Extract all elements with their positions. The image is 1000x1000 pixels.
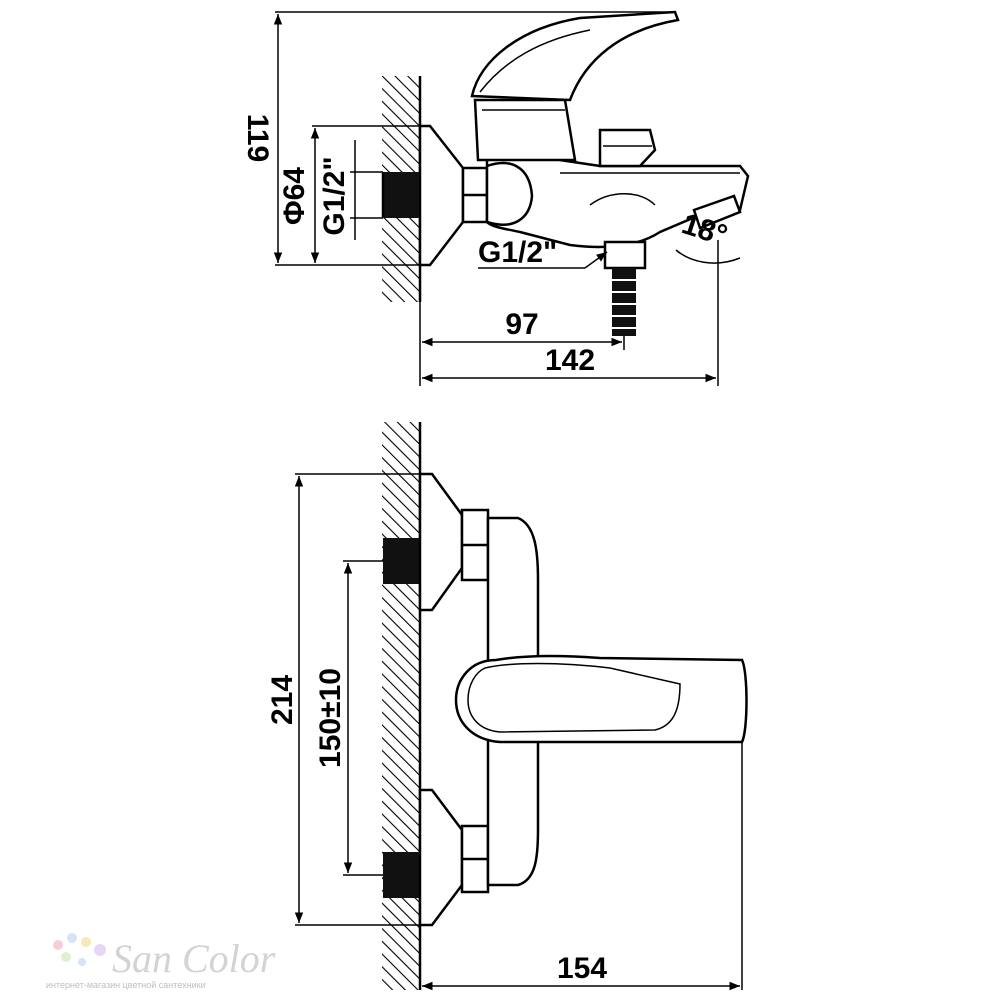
wall-flange-top [418, 124, 465, 267]
hose-connector [612, 268, 636, 336]
logo: San Color интернет-магазин цветной санте… [46, 933, 276, 990]
dim-center-distance: 150±10 [314, 668, 347, 768]
outlet-fitting [603, 240, 647, 270]
logo-dot-3 [81, 937, 91, 947]
logo-dot-5 [94, 944, 106, 956]
spout-plan [454, 654, 748, 744]
spout-aerator [692, 194, 742, 230]
logo-dot-1 [53, 940, 63, 950]
dim-diameter: Φ64 [278, 167, 311, 225]
dim-depth-front: 154 [557, 952, 607, 985]
wall-hatch-bottom [382, 422, 420, 990]
cartridge-column [473, 98, 577, 162]
dim-height-top: 119 [241, 114, 274, 162]
dim-depth-outlet: 97 [505, 308, 538, 341]
inlet-stub-lower [383, 852, 419, 898]
dim-inlet-thread: G1/2" [318, 156, 351, 235]
logo-tagline: интернет-магазин цветной сантехники [46, 980, 206, 990]
inlet-stub-upper [383, 538, 419, 584]
plan-view: 214 150±10 154 [266, 422, 748, 991]
diverter-knob [598, 128, 657, 168]
wall-flange-upper [418, 472, 464, 612]
wall-flange-lower [418, 788, 464, 927]
dim-width-total: 214 [266, 675, 299, 725]
logo-dot-4 [61, 952, 71, 962]
logo-dot-2 [67, 933, 77, 943]
handle-lever-side [470, 10, 680, 102]
dim-outlet-thread: G1/2" [478, 236, 557, 269]
logo-dot-6 [78, 958, 86, 966]
logo-name: San Color [112, 936, 276, 981]
inlet-stub [383, 172, 419, 218]
side-view: 119 Φ64 G1/2" G1/2" 18° 97 142 [241, 10, 750, 386]
dim-depth-total: 142 [545, 344, 595, 377]
